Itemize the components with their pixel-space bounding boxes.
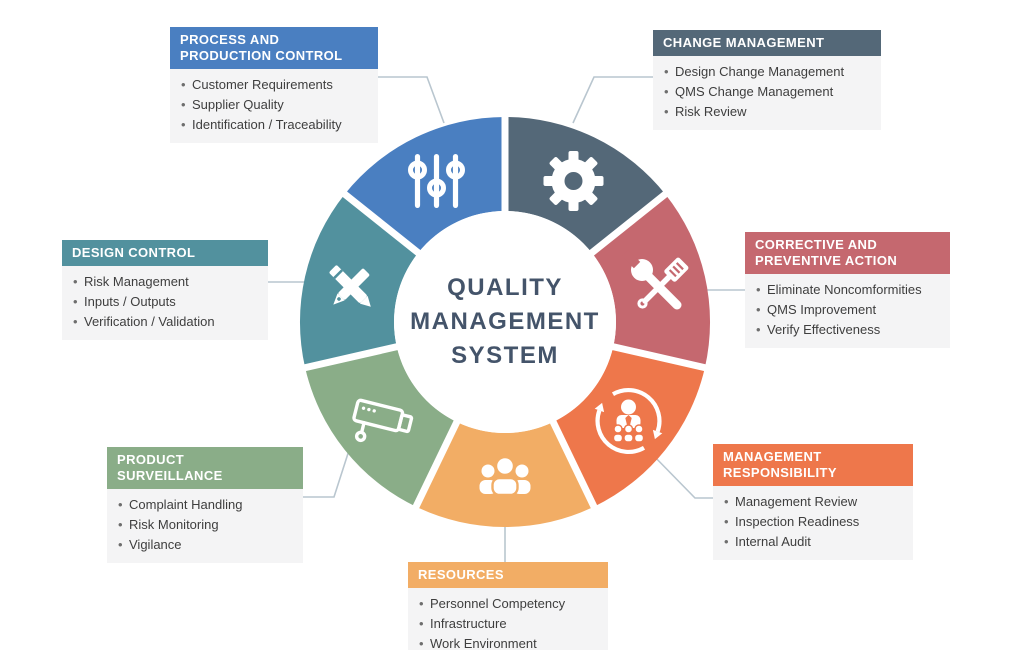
cctv-camera-icon: [352, 398, 414, 443]
tools-icon: [621, 249, 689, 310]
list-item: Infrastructure: [414, 614, 600, 634]
list-item: Management Review: [719, 492, 905, 512]
list-item: QMS Improvement: [751, 300, 942, 320]
change-management-card: CHANGE MANAGEMENT Design Change Manageme…: [653, 30, 881, 130]
list-item: Work Environment: [414, 634, 600, 650]
connector-lines: [268, 76, 745, 562]
connector-process: [370, 76, 445, 124]
list-item: Design Change Management: [659, 62, 873, 82]
list-item: QMS Change Management: [659, 82, 873, 102]
people-cycle-icon: [594, 388, 663, 454]
process-production-control-card: PROCESS AND PRODUCTION CONTROL Customer …: [170, 27, 378, 143]
product-surveillance-list: Complaint Handling Risk Monitoring Vigil…: [107, 489, 303, 563]
pencil-pen-icon: [329, 265, 371, 307]
list-item: Supplier Quality: [176, 95, 370, 115]
list-item: Risk Review: [659, 102, 873, 122]
management-responsibility-header: MANAGEMENT RESPONSIBILITY: [713, 444, 913, 486]
resources-list: Personnel Competency Infrastructure Work…: [408, 588, 608, 650]
change-management-header: CHANGE MANAGEMENT: [653, 30, 881, 56]
product-surveillance-header: PRODUCT SURVEILLANCE: [107, 447, 303, 489]
connector-change: [572, 76, 653, 124]
donut-hole: [394, 211, 616, 433]
list-item: Identification / Traceability: [176, 115, 370, 135]
design-control-header: DESIGN CONTROL: [62, 240, 268, 266]
list-item: Inputs / Outputs: [68, 292, 260, 312]
gear-icon: [543, 151, 604, 211]
list-item: Inspection Readiness: [719, 512, 905, 532]
process-production-control-list: Customer Requirements Supplier Quality I…: [170, 69, 378, 143]
corrective-preventive-action-card: CORRECTIVE AND PREVENTIVE ACTION Elimina…: [745, 232, 950, 348]
center-title-line: QUALITY: [447, 274, 563, 301]
segment-process-production-control: [344, 117, 505, 253]
management-responsibility-card: MANAGEMENT RESPONSIBILITY Management Rev…: [713, 444, 913, 560]
connector-surveillance: [303, 440, 353, 498]
list-item: Eliminate Noncomformities: [751, 280, 942, 300]
list-item: Customer Requirements: [176, 75, 370, 95]
resources-header: RESOURCES: [408, 562, 608, 588]
list-item: Verify Effectiveness: [751, 320, 942, 340]
list-item: Vigilance: [113, 535, 295, 555]
management-responsibility-list: Management Review Inspection Readiness I…: [713, 486, 913, 560]
list-item: Verification / Validation: [68, 312, 260, 332]
list-item: Complaint Handling: [113, 495, 295, 515]
corrective-preventive-action-header: CORRECTIVE AND PREVENTIVE ACTION: [745, 232, 950, 274]
list-item: Internal Audit: [719, 532, 905, 552]
sliders-icon: [408, 154, 465, 208]
product-surveillance-card: PRODUCT SURVEILLANCE Complaint Handling …: [107, 447, 303, 563]
resources-card: RESOURCES Personnel Competency Infrastru…: [408, 562, 608, 650]
list-item: Risk Monitoring: [113, 515, 295, 535]
change-management-list: Design Change Management QMS Change Mana…: [653, 56, 881, 130]
list-item: Personnel Competency: [414, 594, 600, 614]
corrective-preventive-action-list: Eliminate Noncomformities QMS Improvemen…: [745, 274, 950, 348]
people-group-icon: [479, 455, 531, 497]
process-production-control-header: PROCESS AND PRODUCTION CONTROL: [170, 27, 378, 69]
center-title-line: MANAGEMENT: [410, 308, 600, 335]
list-item: Risk Management: [68, 272, 260, 292]
connector-management: [649, 451, 713, 499]
design-control-list: Risk Management Inputs / Outputs Verific…: [62, 266, 268, 340]
center-title-line: SYSTEM: [451, 342, 559, 369]
design-control-card: DESIGN CONTROL Risk Management Inputs / …: [62, 240, 268, 340]
center-title: QUALITY MANAGEMENT SYSTEM: [394, 262, 616, 382]
